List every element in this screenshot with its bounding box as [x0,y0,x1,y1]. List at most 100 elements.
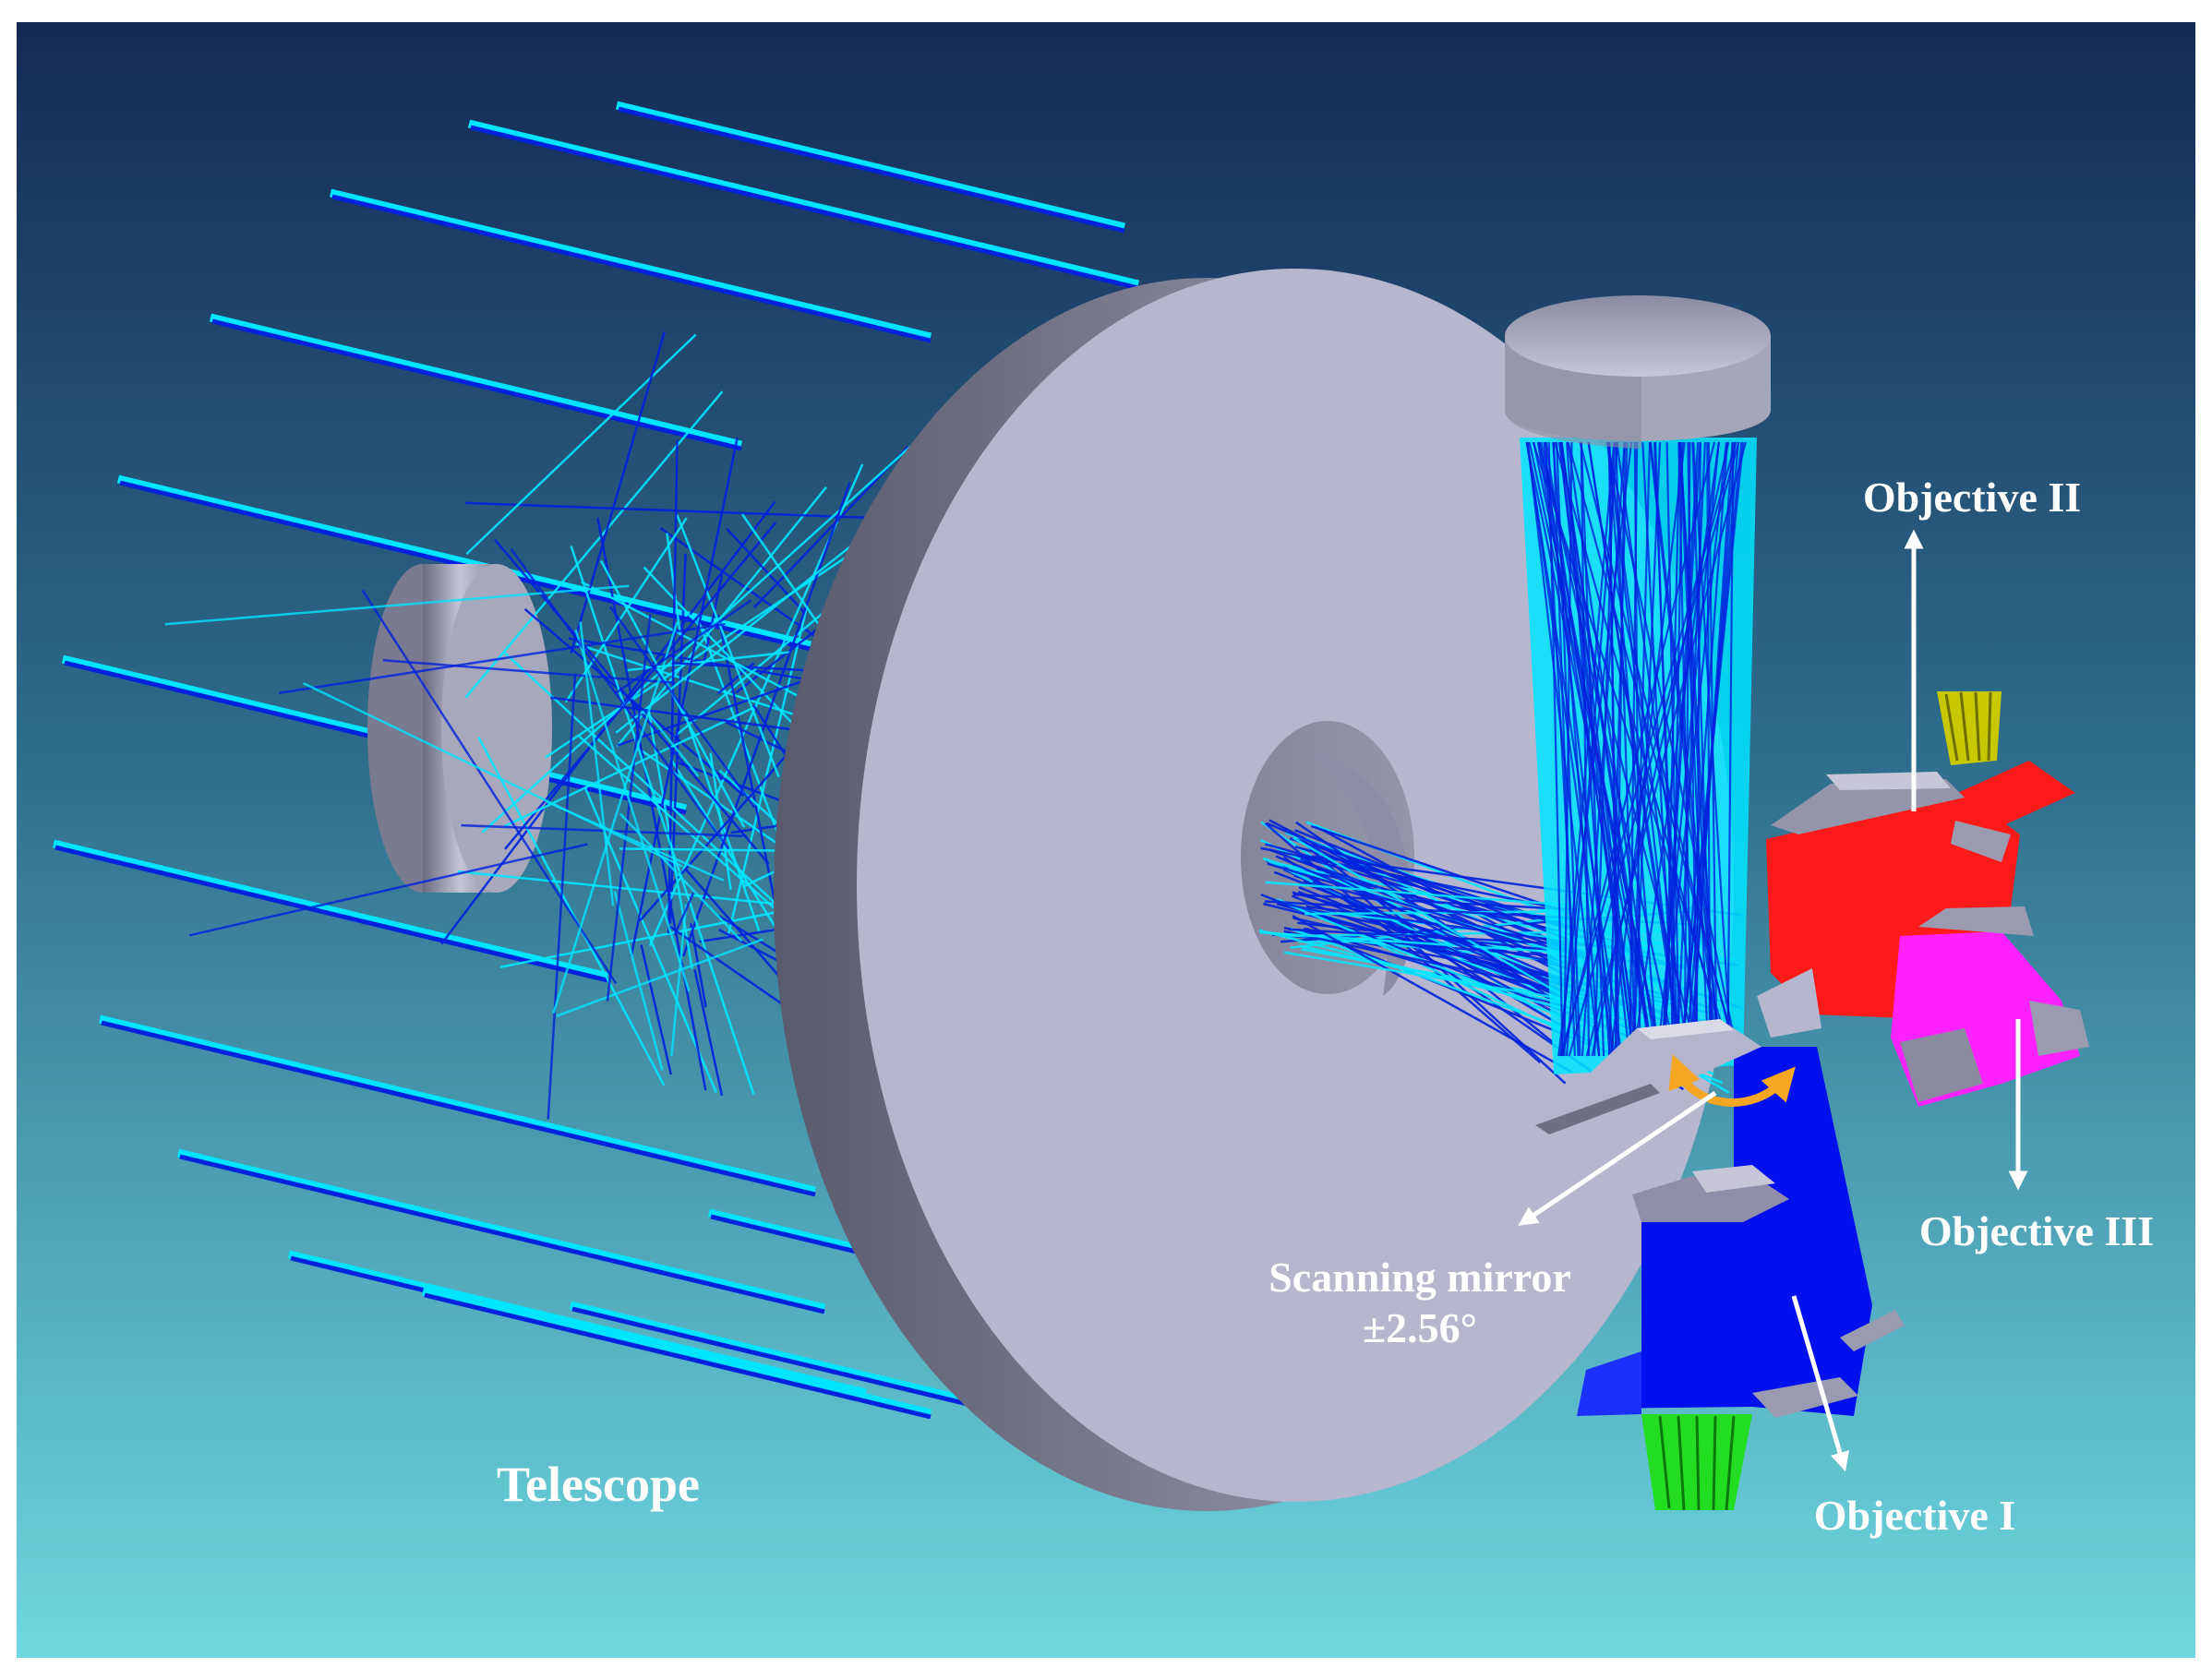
ray-line [464,390,724,699]
ray-line [188,843,588,937]
ray-line [176,1148,826,1313]
ray-line [382,659,676,684]
scanning-mirror [1535,1019,1761,1134]
label-objective-3: Objective III [1919,1207,2154,1254]
fold-lens [1505,295,1771,449]
ray-line [179,1154,825,1314]
ray-line [1312,881,1597,1006]
ray-line [1310,824,1578,917]
ray-line [52,839,609,981]
ray-line [477,736,666,1086]
ray-line [279,622,726,694]
ray-line [54,845,608,983]
ray-line [619,812,743,942]
ray-line [679,702,761,932]
ray-line [1525,441,1654,1057]
ray-line [116,474,812,650]
ray-line [1559,441,1652,1057]
ray-line [668,757,792,953]
ray-line [164,584,630,626]
ray-line [101,1020,816,1197]
label-objective-1: Objective I [1814,1492,2015,1539]
ray-line [1691,441,1713,1057]
ray-line [752,445,909,609]
pointer-arrows [1518,529,2028,1472]
ray-line [1677,441,1693,1057]
optical-system-diagram: Telescope Scanning mirror ±2.56° Objecti… [17,22,2195,1658]
ray-line [1559,441,1616,1057]
label-objective-2: Objective II [1863,474,2081,521]
ray-line [1629,441,1639,1057]
ray-line [1661,441,1701,1057]
ray-line [1259,930,1563,954]
primary-mirror-barrel [367,564,552,893]
ray-line [1616,441,1701,1057]
ray-line [608,606,756,809]
ray-line [421,1287,932,1418]
ray-line [613,599,752,695]
ray-line [424,1292,932,1420]
ray-line [606,614,652,1002]
ray-line [1547,441,1564,1057]
ray-line [1678,441,1710,1057]
objective-1-assembly [1577,1047,1905,1511]
ray-line [618,106,1125,234]
ray-line [1275,855,1556,978]
scan-rotation-arrow [1668,1054,1796,1107]
label-telescope: Telescope [497,1457,700,1512]
ray-line [647,713,700,777]
ray-line [1525,441,1623,1057]
ray-line [726,527,806,614]
ray-line [689,923,707,1008]
ray-line [574,630,691,992]
ray-line [1294,829,1576,944]
objective-3-assembly [1891,906,2089,1107]
ray-line [1608,441,1629,1057]
ray-line [461,823,743,837]
ray-line [583,786,718,1094]
ray-line [547,673,577,1120]
ray-line [552,621,679,1014]
ray-line [331,194,932,343]
ray-line [1565,441,1619,1057]
ray-line [682,482,851,957]
ray-line [579,621,615,906]
ray-line [211,318,742,451]
ray-line [670,904,688,1057]
ray-line [287,1250,868,1398]
ray-line [503,522,777,850]
ray-line [1676,441,1707,1057]
ray-line [693,969,724,1097]
ray-line [467,119,1140,289]
ray-line [630,438,739,957]
ray-line [570,331,666,654]
ray-line [464,501,903,521]
ray-line [1609,441,1686,1057]
ray-line [673,892,695,936]
vertical-ray-bundle [1520,438,1757,1074]
label-scanning-mirror: Scanning mirror [1268,1254,1571,1301]
ray-line [726,605,809,939]
ray-line [570,546,755,1096]
ray-line [1540,441,1677,1057]
ray-line [209,313,743,450]
ray-line [676,514,780,777]
ray-line [470,125,1139,291]
ray-line [640,944,673,1075]
ray-line [361,589,618,985]
ray-line [1587,441,1682,1057]
ray-line [615,101,1126,232]
ray-line [1292,915,1573,1074]
label-scan-angle: ±2.56° [1363,1304,1477,1351]
ray-line [1649,441,1719,1057]
ray-line [303,682,683,868]
ray-line [1707,441,1718,1057]
arrow-objective-1 [1791,1295,1850,1472]
ray-line [568,637,805,680]
arrow-scanning-mirror [1518,1090,1717,1226]
ray-line [1567,441,1658,1057]
ray-line [613,891,664,1071]
ray-line [523,607,745,797]
ray-line [98,1014,817,1195]
ray-line [329,188,932,342]
